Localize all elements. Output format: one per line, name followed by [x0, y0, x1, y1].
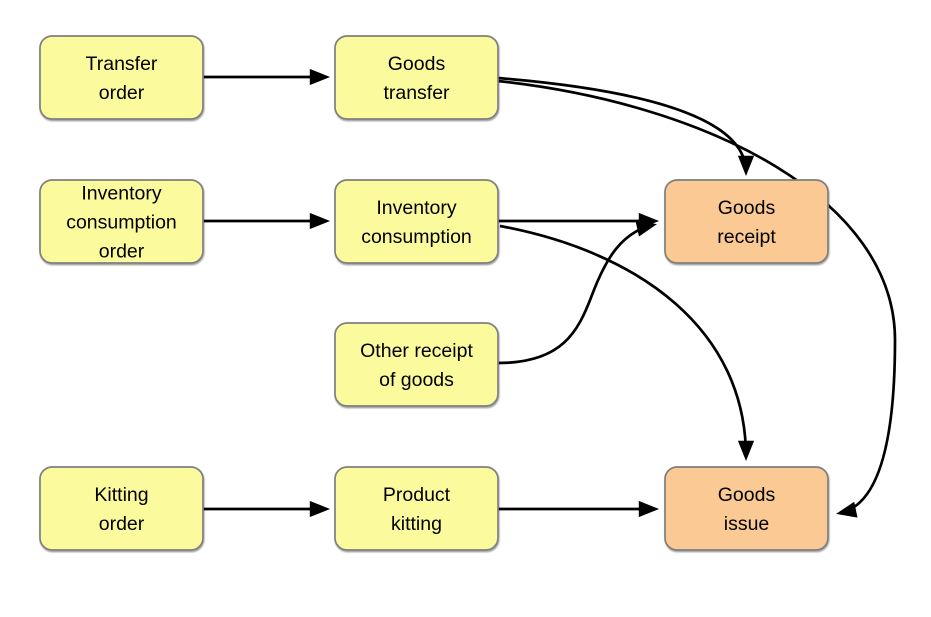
node-box-product-kitting: [334, 466, 499, 551]
node-box-goods-transfer: [334, 35, 499, 120]
edge-other-receipt-of-goods-to-goods-receipt: [497, 220, 657, 365]
node-box-other-receipt-of-goods: [334, 322, 499, 407]
edge-goods-transfer-to-goods-issue: [497, 79, 897, 518]
edge-inventory-consumption-to-goods-issue: [499, 224, 755, 462]
edge-goods-transfer-to-goods-receipt: [497, 76, 755, 177]
node-box-inventory-consumption-order: [39, 179, 204, 264]
node-box-inventory-consumption: [334, 179, 499, 264]
node-box-kitting-order: [39, 466, 204, 551]
edges-layer: [203, 68, 897, 518]
node-box-transfer-order: [39, 35, 204, 120]
node-box-goods-issue: [664, 466, 829, 551]
node-box-goods-receipt: [664, 179, 829, 264]
